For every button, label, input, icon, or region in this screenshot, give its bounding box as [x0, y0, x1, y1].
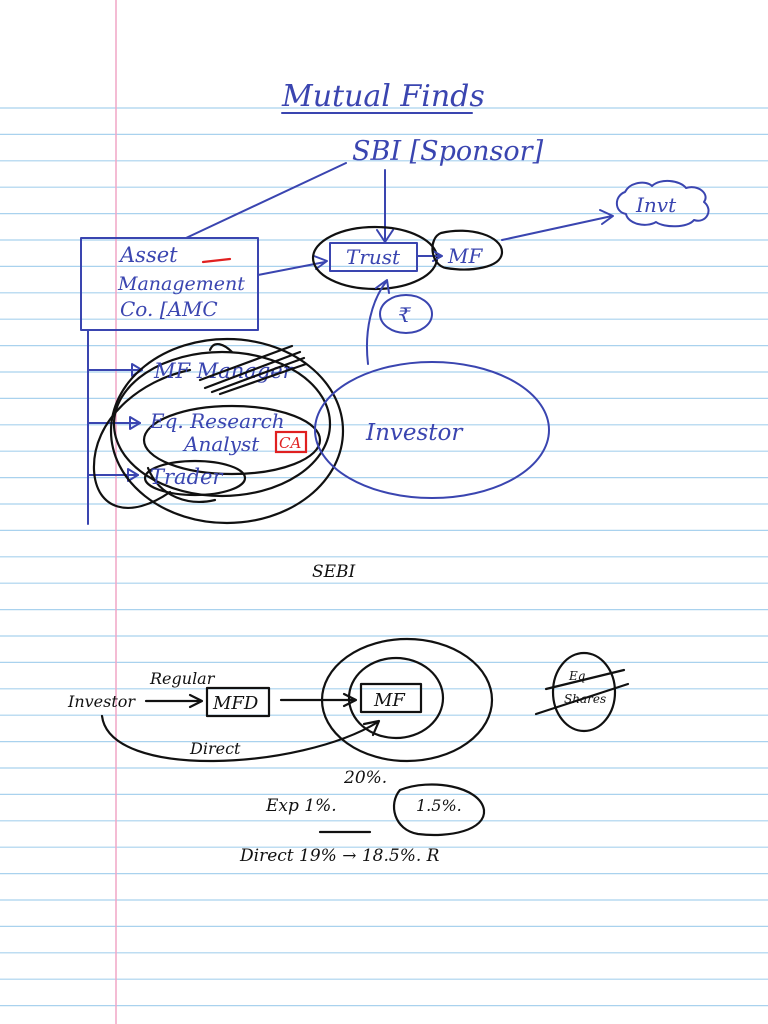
arrowhead-icon — [362, 719, 381, 737]
arrowhead-icon — [313, 255, 328, 270]
strikethrough-scribble — [198, 344, 308, 396]
pct-20-label: 20%. — [343, 768, 387, 788]
invt-label: Invt — [635, 193, 677, 217]
eq-research-oval — [142, 404, 322, 476]
trader-label: Trader — [150, 465, 224, 489]
amc-line-2: Management — [117, 273, 245, 295]
investor-label: Investor — [365, 420, 464, 446]
amc-staff-outer-oval — [109, 337, 345, 525]
amc-staff-inner-oval — [112, 350, 332, 498]
pct-circle — [392, 783, 486, 837]
trust-box — [329, 242, 418, 272]
arrowhead-icon — [127, 468, 139, 482]
red-dash-mark — [201, 257, 232, 264]
rupee-circle — [379, 294, 433, 334]
investor-bottom-label: Investor — [67, 692, 136, 711]
sponsor-to-amc-line — [185, 162, 347, 239]
ruled-lines — [0, 107, 768, 1007]
mf-inner-oval — [347, 656, 445, 740]
pct-1-5-label: 1.5%. — [416, 796, 462, 815]
amc-line-1: Asset — [118, 243, 178, 267]
rupee-symbol: ₹ — [398, 303, 412, 327]
arrowhead-icon — [188, 693, 204, 709]
arrowhead-icon — [129, 416, 141, 430]
arrowhead-icon — [599, 209, 614, 225]
swoosh-mark — [208, 343, 234, 354]
mfd-box — [205, 686, 271, 718]
direct-curve-arrow — [100, 714, 380, 763]
mf-label: MF — [447, 244, 483, 268]
amc-line-3: Co. [AMC — [120, 297, 218, 321]
arrowhead-icon — [375, 279, 390, 294]
mf-to-invt-arrow — [501, 215, 613, 241]
trust-label: Trust — [346, 245, 401, 269]
strike-line — [544, 668, 626, 691]
loop-stroke — [92, 368, 192, 509]
regular-label: Regular — [149, 669, 216, 688]
title-text: Mutual Finds — [281, 79, 485, 114]
investor-to-trust-arrow — [365, 281, 387, 365]
mf-bottom-label: MF — [373, 690, 406, 711]
loop-stroke — [146, 466, 217, 503]
exp-label: Exp 1%. — [265, 796, 337, 816]
invt-cloud — [615, 180, 710, 228]
mfd-label: MFD — [212, 693, 259, 714]
eq-research-line-2: Analyst — [182, 432, 260, 456]
ca-badge-box — [274, 430, 308, 454]
amc-box — [80, 237, 259, 331]
sebi-label: SEBI — [312, 562, 356, 582]
eq-shares-oval — [551, 651, 617, 733]
strike-line — [534, 682, 630, 716]
mf-oval — [431, 229, 504, 271]
ca-badge-label: CA — [279, 434, 301, 452]
eq-research-line-1: Eq. Research — [149, 409, 285, 433]
mf-box — [359, 682, 423, 714]
sponsor-label: SBI [Sponsor] — [352, 136, 544, 167]
trader-oval — [143, 459, 247, 497]
mf-outer-oval — [320, 637, 494, 763]
investor-oval — [314, 361, 550, 499]
direct-calc-label: Direct 19% → 18.5%. R — [239, 846, 440, 866]
direct-label: Direct — [189, 739, 241, 758]
